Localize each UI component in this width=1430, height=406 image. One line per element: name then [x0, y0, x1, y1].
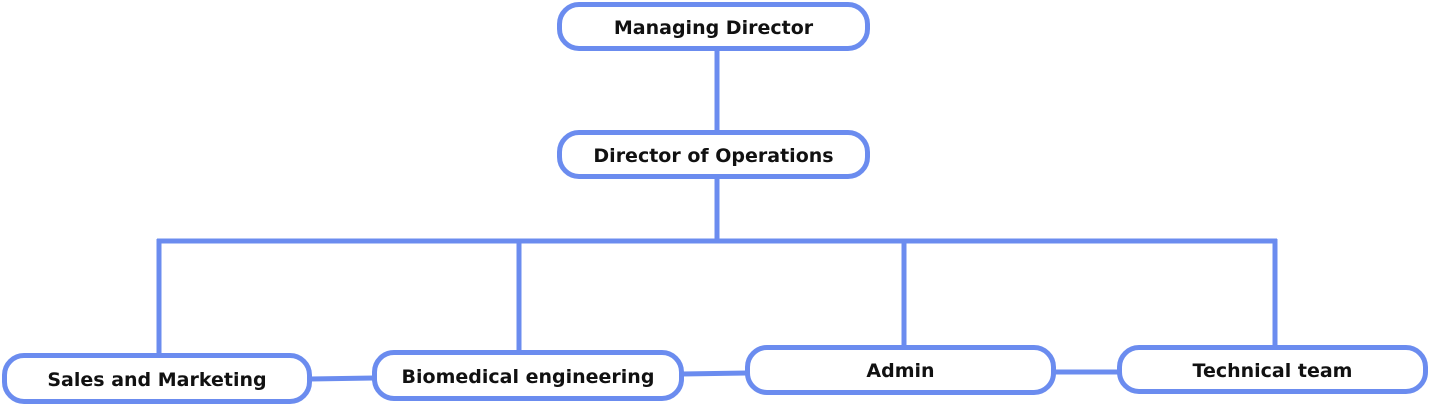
node-director-of-operations[interactable]: Director of Operations — [557, 130, 870, 179]
node-label: Technical team — [1192, 359, 1353, 382]
node-admin[interactable]: Admin — [745, 345, 1056, 395]
node-label: Admin — [866, 360, 935, 382]
node-label: Sales and Marketing — [47, 368, 267, 391]
node-label: Biomedical engineering — [401, 365, 655, 388]
connector-sales-to-biomedical — [309, 375, 375, 382]
node-technical-team[interactable]: Technical team — [1117, 345, 1428, 394]
node-label: Managing Director — [613, 16, 814, 39]
node-biomedical-engineering[interactable]: Biomedical engineering — [372, 350, 684, 401]
node-managing-director[interactable]: Managing Director — [557, 2, 870, 51]
node-sales-and-marketing[interactable]: Sales and Marketing — [2, 353, 312, 404]
connector-biomedical-to-admin — [681, 370, 748, 377]
node-label: Director of Operations — [593, 144, 834, 167]
